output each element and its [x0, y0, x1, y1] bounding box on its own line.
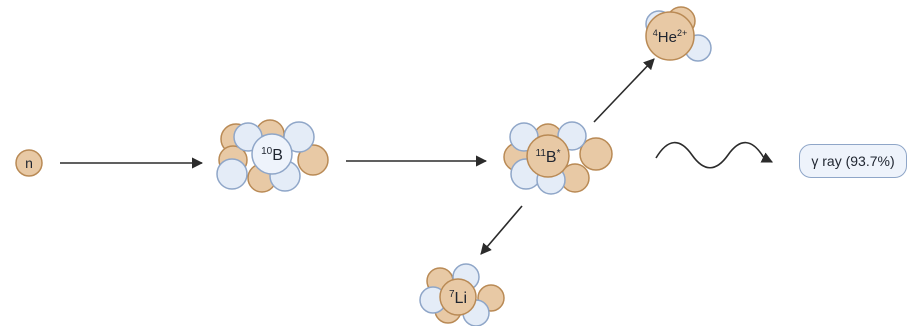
helium-4-charge: 2+	[677, 28, 687, 38]
lithium-7-label: 7Li	[449, 289, 467, 307]
neutron-label: n	[25, 155, 33, 171]
boron-11-label: 11B*	[536, 148, 561, 166]
lithium-7-nucleus: 7Li	[419, 263, 505, 327]
boron-10-nucleus: 10B	[216, 119, 329, 193]
neutron-particle: n	[15, 149, 43, 177]
helium-4-symbol: He	[658, 29, 677, 46]
boron-11-excited-mark: *	[557, 148, 561, 159]
arrow-b11-to-he4	[593, 58, 655, 123]
boron-11-symbol: B	[546, 149, 557, 166]
boron-11-mass: 11	[536, 148, 547, 159]
helium-4-mass: 4	[653, 28, 658, 38]
lithium-7-mass: 7	[449, 289, 455, 300]
arrow-b11-to-li7	[480, 205, 523, 255]
boron-10-label: 10B	[261, 146, 283, 164]
helium-4-label: 4He2+	[653, 28, 687, 46]
boron-10-symbol: B	[272, 147, 283, 164]
boron-10-mass: 10	[261, 146, 273, 157]
gamma-ray-label: γ ray (93.7%)	[799, 144, 907, 178]
lithium-7-symbol: Li	[455, 290, 467, 307]
helium-4-nucleus: 4He2+	[645, 6, 712, 62]
boron-11-excited-nucleus: 11B*	[503, 121, 613, 195]
gamma-wave-icon	[655, 141, 774, 169]
